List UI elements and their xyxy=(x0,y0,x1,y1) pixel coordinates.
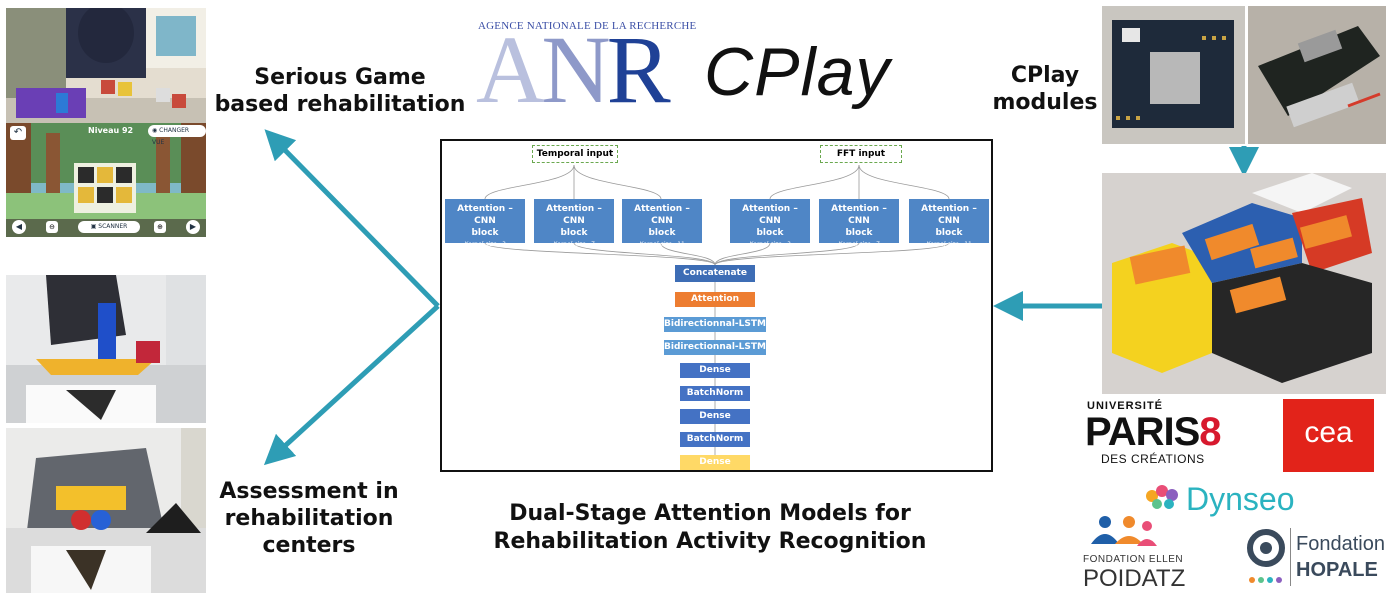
layer-bilstm-2: Bidirectionnal-LSTM xyxy=(664,340,766,355)
assessment-label: Assessment in rehabilitation centers xyxy=(204,478,414,559)
paris8-number: 8 xyxy=(1199,410,1221,454)
block-subtitle: block xyxy=(471,228,499,238)
block-subtitle: block xyxy=(845,228,873,238)
kernel-size: Kernel size=11 xyxy=(639,241,685,248)
layer-batchnorm-2: BatchNorm xyxy=(680,432,750,447)
arrow-to-serious-game xyxy=(264,129,440,308)
assessment-line3: centers xyxy=(262,533,356,558)
block-title: Attention – CNN xyxy=(546,204,602,226)
cea-logo: cea xyxy=(1283,399,1374,472)
hopale-line1: Fondation xyxy=(1296,533,1385,555)
hopale-logo: Fondation HOPALE xyxy=(1244,524,1389,590)
attention-cnn-block: Attention – CNN block Kernel size=11 xyxy=(622,199,702,248)
anr-letter-r: R xyxy=(606,16,671,123)
layer-concatenate: Concatenate xyxy=(675,265,755,282)
scanner-button[interactable]: ▣ SCANNER xyxy=(78,221,140,233)
kernel-size: Kernel size=7 xyxy=(838,241,880,248)
layer-batchnorm-1: BatchNorm xyxy=(680,386,750,401)
hopale-symbol-icon xyxy=(1247,529,1285,583)
layer-attention: Attention xyxy=(675,292,755,307)
hopale-divider xyxy=(1290,528,1291,586)
serious-game-label: Serious Game based rehabilitation xyxy=(210,64,470,118)
ellen-poidatz-figures-icon xyxy=(1091,516,1157,546)
attention-cnn-block: Attention – CNN block Kernel size=7 xyxy=(534,199,614,248)
kernel-size: Kernel size=11 xyxy=(926,241,972,248)
serious-game-line2: based rehabilitation xyxy=(214,92,466,117)
zoom-out-icon[interactable]: ⊖ xyxy=(46,221,58,233)
block-subtitle: block xyxy=(756,228,784,238)
prev-arrow-button[interactable]: ◀ xyxy=(12,220,26,234)
ellen-line1: FONDATION ELLEN xyxy=(1083,554,1184,565)
photo-child-playing-cubes xyxy=(6,8,206,123)
photo-child-boat-shapes xyxy=(6,275,206,423)
kernel-size: Kernel size=7 xyxy=(553,241,595,248)
photo-pcb-module xyxy=(1102,6,1245,144)
ellen-poidatz-logo: FONDATION ELLEN POIDATZ xyxy=(1083,514,1213,592)
layer-dense-output: Dense xyxy=(680,455,750,470)
block-title: Attention – CNN xyxy=(742,204,798,226)
level-indicator: Niveau 92 xyxy=(88,126,134,135)
eye-icon: ◉ xyxy=(152,127,160,134)
ellen-line2: POIDATZ xyxy=(1083,565,1186,592)
cplay-modules-line1: CPlay xyxy=(1010,63,1080,88)
block-title: Attention – CNN xyxy=(457,204,513,226)
model-diagram: Temporal input FFT input Attention – CNN… xyxy=(440,139,993,472)
arrow-to-assessment xyxy=(263,304,440,466)
anr-logo: ANR xyxy=(476,22,671,118)
kernel-size: Kernel size=3 xyxy=(749,241,791,248)
block-subtitle: block xyxy=(935,228,963,238)
game-screenshot: ↶ Niveau 92 ◉ CHANGER VUE ◀ ⊖ ▣ SCANNER … xyxy=(6,123,206,237)
cplay-logo: CPlay xyxy=(704,34,891,110)
kernel-size: Kernel size=3 xyxy=(464,241,506,248)
title-line1: Dual-Stage Attention Models for xyxy=(509,501,911,526)
back-icon[interactable]: ↶ xyxy=(10,126,26,140)
block-title: Attention – CNN xyxy=(921,204,977,226)
block-title: Attention – CNN xyxy=(831,204,887,226)
anr-agency-text: AGENCE NATIONALE DE LA RECHERCHE xyxy=(478,20,697,32)
layer-dense-2: Dense xyxy=(680,409,750,424)
photo-module-battery xyxy=(1248,6,1386,144)
assessment-line2: rehabilitation xyxy=(224,506,394,531)
assessment-line1: Assessment in xyxy=(219,479,399,504)
hopale-line2: HOPALE xyxy=(1296,559,1378,581)
cplay-modules-line2: modules xyxy=(992,90,1098,115)
cea-logo-text: cea xyxy=(1304,416,1353,449)
attention-cnn-block: Attention – CNN block Kernel size=7 xyxy=(819,199,899,248)
diagram-title: Dual-Stage Attention Models for Rehabili… xyxy=(470,500,950,556)
fft-input: FFT input xyxy=(820,145,902,163)
change-view-label: CHANGER VUE xyxy=(152,127,190,146)
dynseo-logo: Dynseo xyxy=(1142,480,1322,520)
layer-bilstm-1: Bidirectionnal-LSTM xyxy=(664,317,766,332)
serious-game-line1: Serious Game xyxy=(254,65,426,90)
next-arrow-button[interactable]: ▶ xyxy=(186,220,200,234)
title-line2: Rehabilitation Activity Recognition xyxy=(493,529,927,554)
attention-cnn-block: Attention – CNN block Kernel size=11 xyxy=(909,199,989,248)
block-subtitle: block xyxy=(560,228,588,238)
diagram-connectors xyxy=(484,164,950,455)
paris8-logo: UNIVERSITÉ PARIS8 DES CRÉATIONS xyxy=(1085,400,1235,466)
paris8-top: UNIVERSITÉ xyxy=(1087,400,1164,412)
block-title: Attention – CNN xyxy=(634,204,690,226)
attention-cnn-block: Attention – CNN block Kernel size=3 xyxy=(730,199,810,248)
cplay-modules-label: CPlay modules xyxy=(990,62,1100,116)
block-subtitle: block xyxy=(648,228,676,238)
scanner-label: SCANNER xyxy=(98,223,128,230)
layer-dense-1: Dense xyxy=(680,363,750,378)
attention-cnn-block: Attention – CNN block Kernel size=3 xyxy=(445,199,525,248)
anr-letter-a: A xyxy=(476,16,545,123)
paris8-subtitle: DES CRÉATIONS xyxy=(1101,452,1205,466)
photo-cplay-cubes xyxy=(1102,173,1386,394)
dynseo-text: Dynseo xyxy=(1186,481,1295,517)
change-view-button[interactable]: ◉ CHANGER VUE xyxy=(148,125,206,146)
temporal-input: Temporal input xyxy=(532,145,618,163)
dynseo-brain-icon xyxy=(1146,485,1178,509)
paris8-name: PARIS xyxy=(1085,410,1200,454)
zoom-in-icon[interactable]: ⊕ xyxy=(154,221,166,233)
camera-icon: ▣ xyxy=(90,223,99,230)
anr-letter-n: N xyxy=(541,16,610,123)
photo-child-assessment xyxy=(6,428,206,593)
